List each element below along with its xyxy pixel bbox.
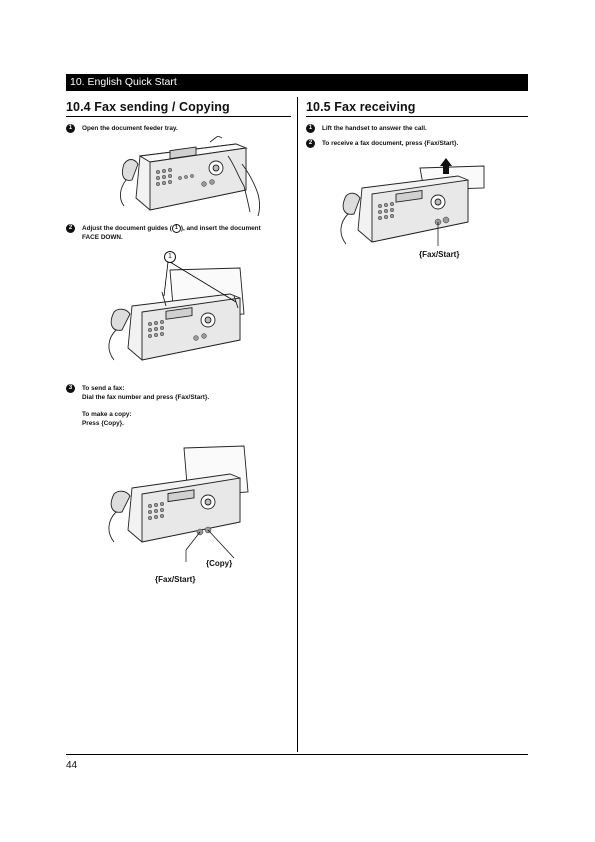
step-text: To receive a fax document, press {Fax/St… (322, 140, 459, 147)
send-fax-text: Dial the fax number and press {Fax/Start… (82, 394, 210, 401)
send-fax-heading: To send a fax: (82, 385, 125, 392)
fax-machine-receiving-illustration (340, 158, 485, 246)
receive-fax-start-callout: {Fax/Start} (419, 250, 460, 259)
ref-number-inline: 1 (171, 224, 181, 233)
fax-start-button-callout: {Fax/Start} (155, 575, 196, 584)
fax-machine-send-copy-illustration (108, 445, 249, 562)
footer-rule (66, 754, 528, 755)
step-number-badge: 1 (306, 124, 315, 133)
step-number-badge: 1 (66, 124, 75, 133)
step-text: Open the document feeder tray. (82, 125, 178, 132)
step-number-badge: 2 (306, 139, 315, 148)
right-title-rule (306, 116, 528, 117)
step-text-part-b: ), and insert the document (180, 225, 261, 233)
section-header-bar: 10. English Quick Start (66, 74, 528, 91)
right-section-title: 10.5 Fax receiving (306, 100, 416, 114)
fax-machine-insert-document-illustration (108, 262, 245, 361)
step-number-badge: 3 (66, 384, 75, 393)
step-text-part-a: Adjust the document guides ( (82, 225, 172, 233)
left-section-title: 10.4 Fax sending / Copying (66, 100, 230, 114)
section-header-label: 10. English Quick Start (70, 76, 177, 88)
column-divider (297, 97, 298, 752)
step-text-line2: FACE DOWN. (82, 234, 123, 241)
page-number: 44 (66, 760, 78, 771)
step-text: Lift the handset to answer the call. (322, 125, 427, 132)
make-copy-heading: To make a copy: (82, 411, 132, 418)
step-number-badge: 2 (66, 224, 75, 233)
copy-button-callout: {Copy} (206, 559, 233, 568)
fax-machine-open-tray-illustration (119, 136, 260, 217)
document-guide-ref-circle: 1 (164, 251, 176, 263)
left-title-rule (66, 116, 291, 117)
step-text: Adjust the document guides (1), and inse… (82, 224, 261, 233)
make-copy-text: Press {Copy}. (82, 420, 124, 427)
